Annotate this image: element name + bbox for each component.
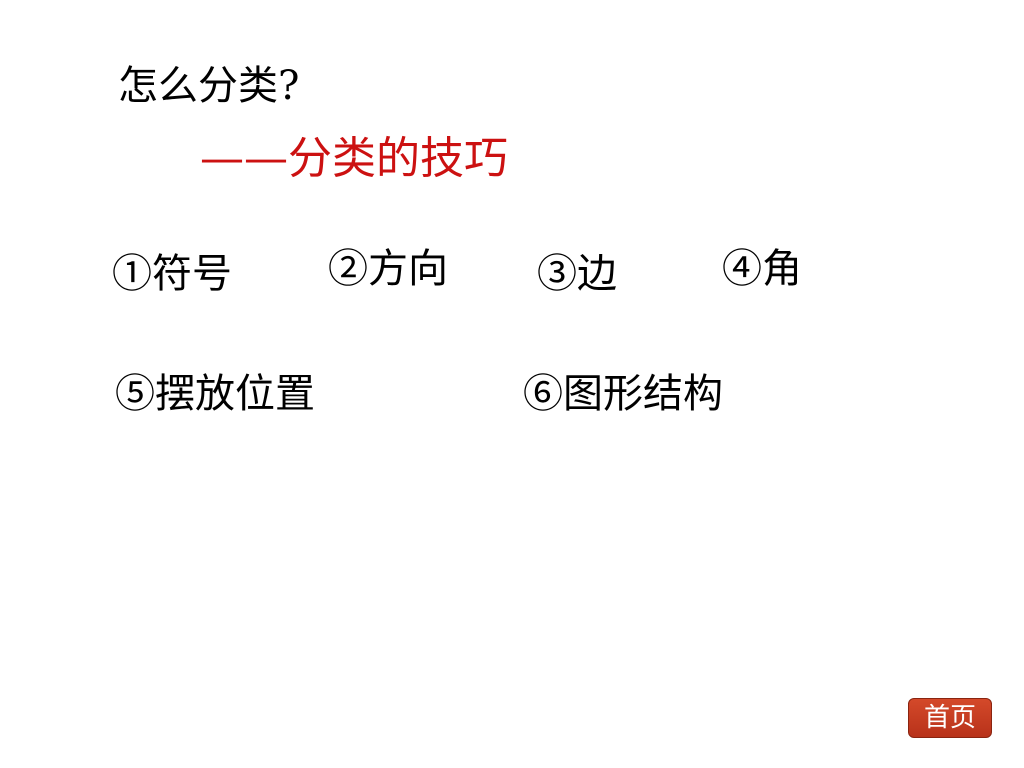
tip-side: ③边 <box>537 251 617 297</box>
tip-symbol: ①符号 <box>112 251 232 297</box>
tip-angle: ④角 <box>722 246 802 292</box>
tip-direction: ②方向 <box>328 246 448 292</box>
slide-subtitle: ——分类的技巧 <box>200 133 508 184</box>
tip-shape-structure: ⑥图形结构 <box>523 371 723 417</box>
slide-question: 怎么分类? <box>118 63 300 109</box>
home-button[interactable]: 首页 <box>908 698 992 738</box>
tip-placement: ⑤摆放位置 <box>115 371 315 417</box>
